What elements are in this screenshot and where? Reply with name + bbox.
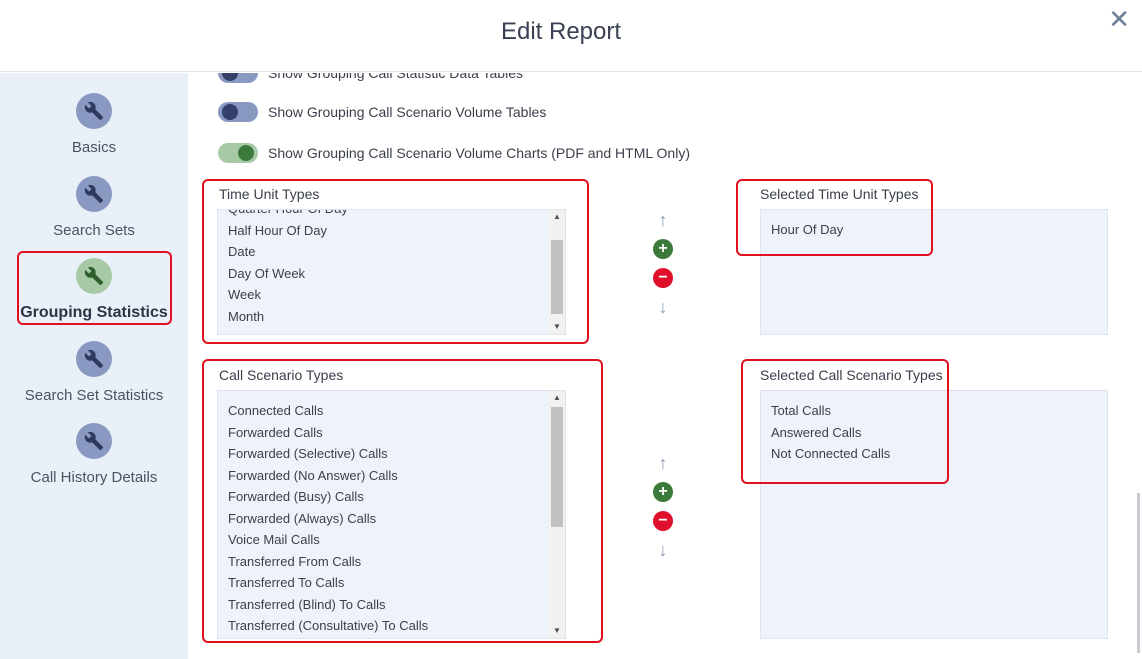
selected-time-unit-types-listbox[interactable]: Hour Of Day	[760, 209, 1108, 335]
toggle-label: Show Grouping Call Scenario Volume Table…	[268, 104, 547, 120]
list-item[interactable]: Transferred (Consultative) To Calls	[228, 618, 429, 633]
move-up-arrow-icon[interactable]: ↑	[658, 452, 668, 473]
list-item[interactable]: Month	[228, 308, 265, 324]
wrench-icon	[76, 93, 112, 129]
list-item[interactable]: Hour Of Day	[771, 222, 844, 237]
list-item[interactable]: Transferred From Calls	[228, 553, 362, 569]
dialog-header: Edit Report ✕	[0, 0, 1142, 72]
toggle-row-volume-charts: Show Grouping Call Scenario Volume Chart…	[218, 143, 690, 163]
listbox-scrollbar[interactable]: ▲ ▼	[549, 391, 565, 638]
list-item[interactable]: Day Of Week	[228, 265, 306, 281]
wrench-icon	[76, 176, 112, 212]
list-item[interactable]: Quarter Hour Of Day	[218, 210, 565, 220]
sidebar-item-label: Call History Details	[30, 469, 158, 486]
sidebar-item-grouping-statistics[interactable]: Grouping Statistics	[0, 258, 188, 322]
list-item[interactable]: Forwarded (Busy) Calls	[228, 489, 364, 504]
list-item[interactable]: Forwarded (No Answer) Calls	[228, 467, 398, 483]
list-item[interactable]: Date	[228, 244, 256, 259]
sidebar-item-call-history-details[interactable]: Call History Details	[0, 423, 188, 486]
selected-time-unit-types-label: Selected Time Unit Types	[760, 186, 919, 202]
toggle-volume-tables[interactable]	[218, 102, 258, 122]
close-icon[interactable]: ✕	[1108, 4, 1130, 34]
selected-call-scenario-types-label: Selected Call Scenario Types	[760, 367, 943, 383]
call-scenario-types-label: Call Scenario Types	[219, 367, 344, 383]
list-item[interactable]: Answered Calls	[771, 424, 862, 440]
time-unit-types-listbox[interactable]: Quarter Hour Of Day Half Hour Of Day Dat…	[217, 209, 566, 335]
remove-minus-icon[interactable]: −	[653, 268, 673, 288]
dialog-title: Edit Report	[500, 18, 622, 45]
list-item[interactable]: Transferred To Calls	[228, 575, 345, 590]
scroll-up-arrow-icon[interactable]: ▲	[553, 393, 561, 402]
listbox-scrollbar[interactable]: ▲ ▼	[549, 210, 565, 334]
move-down-arrow-icon[interactable]: ↓	[658, 296, 668, 317]
list-item[interactable]: Forwarded (Selective) Calls	[228, 446, 388, 461]
wrench-icon	[76, 423, 112, 459]
main-scrollbar[interactable]	[1137, 493, 1140, 653]
toggle-knob	[222, 104, 238, 120]
list-item[interactable]: Transferred (Blind) To Calls	[228, 596, 386, 612]
toggle-knob	[222, 73, 238, 81]
scroll-down-arrow-icon[interactable]: ▼	[553, 322, 561, 331]
toggle-knob	[238, 145, 254, 161]
selected-call-scenario-types-listbox[interactable]: Total Calls Answered Calls Not Connected…	[760, 390, 1108, 639]
scroll-up-arrow-icon[interactable]: ▲	[553, 212, 561, 221]
toggle-row-volume-tables: Show Grouping Call Scenario Volume Table…	[218, 102, 546, 122]
toggle-row-data-tables: Show Grouping Call Statistic Data Tables	[218, 73, 523, 83]
sidebar-item-search-sets[interactable]: Search Sets	[0, 176, 188, 239]
toggle-volume-charts[interactable]	[218, 143, 258, 163]
list-item[interactable]: Not Connected Calls	[771, 446, 891, 461]
wrench-icon	[76, 341, 112, 377]
list-item[interactable]: Connected Calls	[228, 403, 324, 418]
sidebar-item-label: Basics	[71, 139, 117, 156]
sidebar: Basics Search Sets Grouping Statistics S…	[0, 73, 188, 659]
call-scenario-types-listbox[interactable]: Connected Calls Forwarded Calls Forwarde…	[217, 390, 566, 639]
scroll-thumb[interactable]	[551, 240, 563, 314]
remove-minus-icon[interactable]: −	[653, 511, 673, 531]
list-item[interactable]: Voice Mail Calls	[228, 532, 320, 547]
sidebar-item-basics[interactable]: Basics	[0, 93, 188, 156]
sidebar-item-label: Search Sets	[53, 222, 135, 239]
main-content: Show Grouping Call Statistic Data Tables…	[188, 73, 1142, 659]
add-plus-icon[interactable]: +	[653, 482, 673, 502]
list-item[interactable]: Total Calls	[771, 403, 831, 418]
list-item[interactable]: Half Hour Of Day	[228, 222, 327, 238]
scroll-thumb[interactable]	[551, 407, 563, 527]
toggle-label: Show Grouping Call Statistic Data Tables	[268, 73, 523, 81]
list-item[interactable]: Week	[228, 287, 261, 302]
move-up-arrow-icon[interactable]: ↑	[658, 209, 668, 230]
move-down-arrow-icon[interactable]: ↓	[658, 539, 668, 560]
scroll-down-arrow-icon[interactable]: ▼	[553, 626, 561, 635]
sidebar-item-label: Search Set Statistics	[24, 387, 164, 404]
toggle-label: Show Grouping Call Scenario Volume Chart…	[268, 145, 690, 161]
time-unit-types-label: Time Unit Types	[219, 186, 320, 202]
list-item[interactable]: Forwarded (Always) Calls	[228, 510, 377, 526]
sidebar-item-label: Grouping Statistics	[20, 304, 168, 321]
wrench-icon	[76, 258, 112, 294]
toggle-data-tables[interactable]	[218, 73, 258, 83]
add-plus-icon[interactable]: +	[653, 239, 673, 259]
sidebar-item-search-set-statistics[interactable]: Search Set Statistics	[0, 341, 188, 404]
list-item[interactable]: Forwarded Calls	[228, 424, 323, 440]
